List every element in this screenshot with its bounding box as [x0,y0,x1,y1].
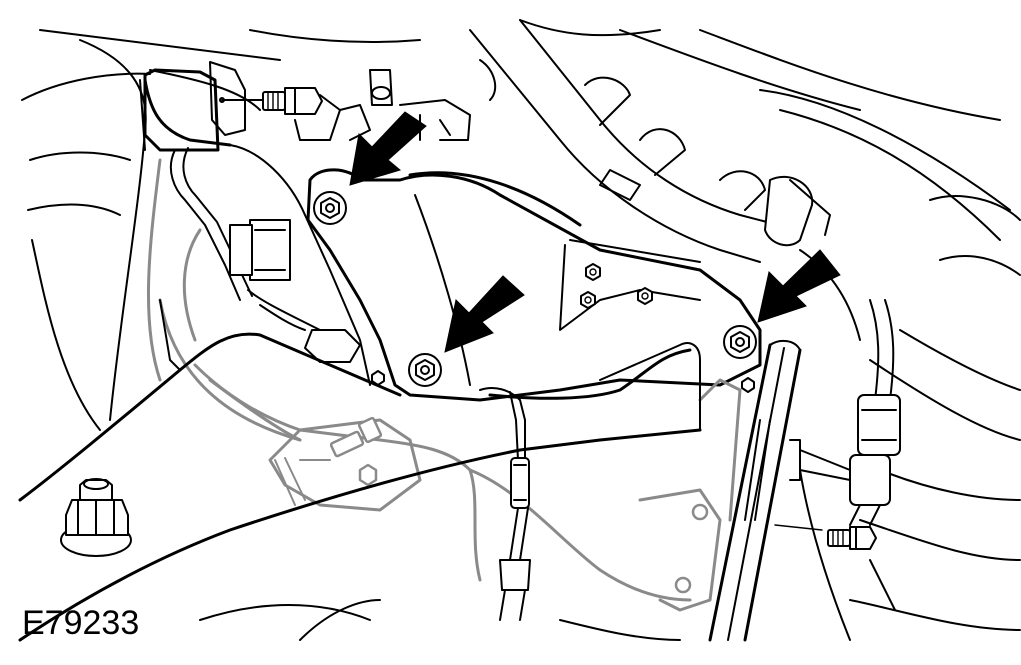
arrow-right [757,249,841,323]
stud [371,370,385,386]
body-panel-outlines [21,19,1021,641]
stud [585,263,601,281]
hub-nut [60,478,132,557]
brake-pipe [143,78,692,400]
strut-tube [708,339,802,642]
abs-sensor-cable [479,387,531,621]
harness-connector-left [229,219,361,363]
stud [580,291,596,309]
bracket-studs [371,263,755,393]
lower-control-arm [146,158,742,612]
arrow-upper [349,111,427,186]
coolant-hose [469,19,831,263]
loose-flange-bolt [774,524,896,611]
right-sensor-connector [789,249,901,526]
retaining-nuts [313,191,757,387]
arm-bolt [329,416,383,458]
stud [637,287,653,305]
arrow-lower [444,275,525,353]
retaining-nut-right [723,325,757,359]
flange-bolt [262,87,323,115]
upper-bolt-assembly [143,59,497,152]
removal-arrows [349,111,841,353]
mounting-bracket [229,144,762,402]
retaining-nut-upper [313,191,347,225]
stud [741,377,755,393]
subframe-beam [18,299,702,642]
figure-reference-id: E79233 [22,604,140,642]
retaining-nut-lower [408,353,442,387]
